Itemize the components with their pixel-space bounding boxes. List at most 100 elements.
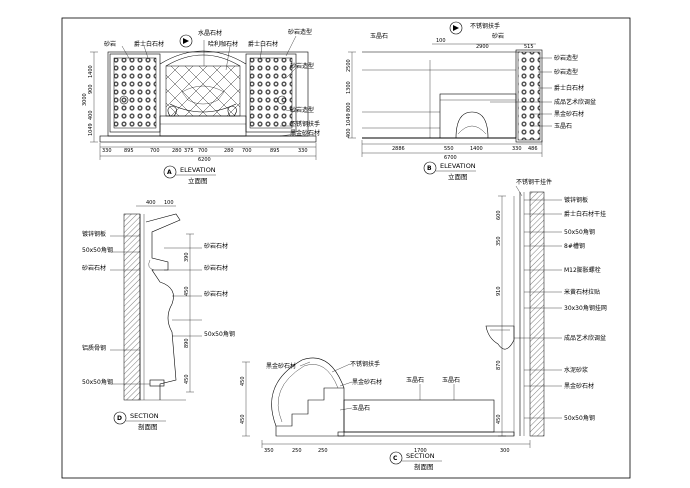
d-label-9: 50x50角钢: [82, 378, 113, 386]
b-label-5: 砂岩造型: [554, 68, 578, 76]
a-hdim-3: 700: [150, 148, 160, 154]
a-hdim-7: 280: [224, 148, 234, 154]
d-title: SECTION: [130, 412, 159, 420]
b-topdim-1: 100: [436, 38, 446, 44]
drawing-frame: [61, 17, 631, 479]
d-topdim-2: 100: [164, 200, 174, 206]
a-hdim-2: 895: [124, 148, 134, 154]
a-label-7: 砂岩造型: [290, 62, 314, 70]
b-hdim-5: 486: [528, 146, 538, 152]
c-llabel-5: 玉晶石: [442, 377, 460, 384]
a-hdim-4: 280: [172, 148, 182, 154]
b-label-4: 砂岩造型: [554, 54, 578, 62]
a-hdim-10: 330: [298, 148, 308, 154]
c-tag: C: [393, 455, 398, 462]
a-vdim-3: 3000: [82, 93, 88, 106]
b-label-8: 黑金砂石材: [554, 110, 584, 118]
a-hdim-6: 700: [198, 148, 208, 154]
c-rlabel-12: 50x50角钢: [564, 414, 595, 422]
b-hdim-4: 330: [512, 146, 522, 152]
b-hdim-1: 2886: [392, 146, 405, 152]
c-rlabel-3: 爵士白石材干挂: [564, 210, 606, 218]
c-hdim-2: 250: [292, 448, 302, 454]
c-rlabel-8: 30x30角钢挂网: [564, 304, 607, 312]
d-label-5: 砂岩石材: [204, 264, 228, 272]
c-rlabel-10: 水泥砂浆: [564, 366, 588, 374]
c-hdim-1: 350: [264, 448, 274, 454]
c-llabel-2: 不锈钢扶手: [350, 360, 380, 368]
b-vdim-3: 800: [346, 102, 352, 112]
c-title: SECTION: [406, 452, 435, 460]
a-label-2: 爵士白石材: [134, 40, 164, 48]
c-llabel-4: 玉晶石: [406, 377, 424, 384]
c-llabel-3: 黑金砂石材: [352, 378, 382, 386]
b-topdim-2: 2900: [476, 44, 489, 50]
c-rlabel-6: M12膨胀螺栓: [564, 266, 601, 274]
b-label-9: 玉晶石: [554, 123, 572, 130]
c-hdim-3: 250: [318, 448, 328, 454]
a-hdim-5: 375: [184, 148, 194, 154]
a-label-10: 黑金砂石材: [290, 129, 320, 137]
c-rlabel-5: 8#槽钢: [564, 242, 585, 250]
c-rlabel-4: 50x50角钢: [564, 228, 595, 236]
b-vdim-1: 2500: [346, 59, 352, 72]
b-hdim-2: 550: [444, 146, 454, 152]
b-hdim-3: 1400: [470, 146, 483, 152]
c-rlabel-2: 镀锌钢板: [564, 196, 588, 204]
b-label-6: 爵士白石材: [554, 84, 584, 92]
a-label-1: 砂岩: [104, 40, 116, 48]
a-label-8: 砂岩造型: [290, 106, 314, 114]
a-hdim-8: 700: [242, 148, 252, 154]
a-vdim-5: 1049: [88, 123, 94, 136]
c-rlabel-9: 成品艺术欣调盆: [564, 334, 606, 342]
b-title: ELEVATION: [440, 162, 476, 170]
d-vdim-1: 390: [184, 252, 190, 262]
b-label-2: 不锈钢扶手: [470, 22, 500, 30]
section-c: 不锈钢干挂件 镀锌钢板 爵士白石材干挂 50x50角钢 8#槽钢 M12膨胀螺栓…: [240, 178, 607, 471]
c-rvdim-1: 600: [496, 210, 502, 220]
a-label-5: 爵士白石材: [248, 40, 278, 48]
c-subtitle: 剖面图: [414, 462, 434, 471]
c-rlabel-7: 米黄石材拉贴: [564, 288, 600, 296]
b-topdim-3: 515: [524, 44, 534, 50]
d-label-2: 50x50角钢: [82, 246, 113, 254]
a-label-4: 哈利咖石材: [208, 40, 238, 48]
c-llabel-6: 玉晶石: [352, 405, 370, 412]
elevation-b: 玉晶石 不锈钢扶手 砂岩 砂岩造型 砂岩造型 爵士白石材 成品艺术欣调盆 黑金砂…: [346, 21, 596, 181]
d-topdim-1: 400: [146, 200, 156, 206]
b-vdim-2: 1300: [346, 81, 352, 94]
a-vdim-1: 1400: [88, 65, 94, 78]
b-vdim-5: 400: [346, 128, 352, 138]
a-label-3: 水晶石材: [198, 29, 222, 37]
d-label-7: 50x50角钢: [204, 330, 235, 338]
c-hdim-5: 300: [500, 448, 510, 454]
c-llabel-1: 黑金砂石材: [266, 362, 296, 370]
a-vdim-2: 900: [88, 84, 94, 94]
a-label-6: 砂岩造型: [288, 28, 312, 36]
elevation-a: 砂岩 爵士白石材 水晶石材 哈利咖石材 爵士白石材 砂岩造型 砂岩造型 砂岩造型…: [82, 28, 320, 185]
d-label-4: 砂岩石材: [204, 242, 228, 250]
c-lvdim-1: 450: [240, 376, 246, 386]
b-subtitle: 立面图: [448, 172, 468, 181]
c-rvdim-3: 910: [496, 286, 502, 296]
b-vdim-4: 1049: [346, 113, 352, 126]
section-d: 镀锌钢板 50x50角钢 砂岩石材 砂岩石材 砂岩石材 砂岩石材 50x50角钢…: [82, 200, 235, 431]
d-label-8: 铝质骨钢: [82, 344, 106, 352]
d-vdim-3: 890: [184, 338, 190, 348]
d-vdim-2: 450: [184, 286, 190, 296]
a-hdim-9: 895: [270, 148, 280, 154]
a-tag: A: [167, 169, 172, 176]
a-title: ELEVATION: [180, 166, 216, 174]
a-vdim-4: 400: [88, 110, 94, 120]
b-tag: B: [427, 165, 432, 172]
d-label-1: 镀锌钢板: [82, 230, 106, 238]
c-hdim-4: 1700: [414, 448, 427, 454]
a-subtitle: 立面图: [188, 176, 208, 185]
b-label-3: 砂岩: [492, 32, 504, 40]
c-rvdim-5: 450: [496, 414, 502, 424]
b-label-1: 玉晶石: [370, 33, 388, 40]
d-vdim-4: 450: [184, 374, 190, 384]
d-label-6: 砂岩石材: [204, 290, 228, 298]
a-label-9: 不锈钢扶手: [290, 120, 320, 128]
